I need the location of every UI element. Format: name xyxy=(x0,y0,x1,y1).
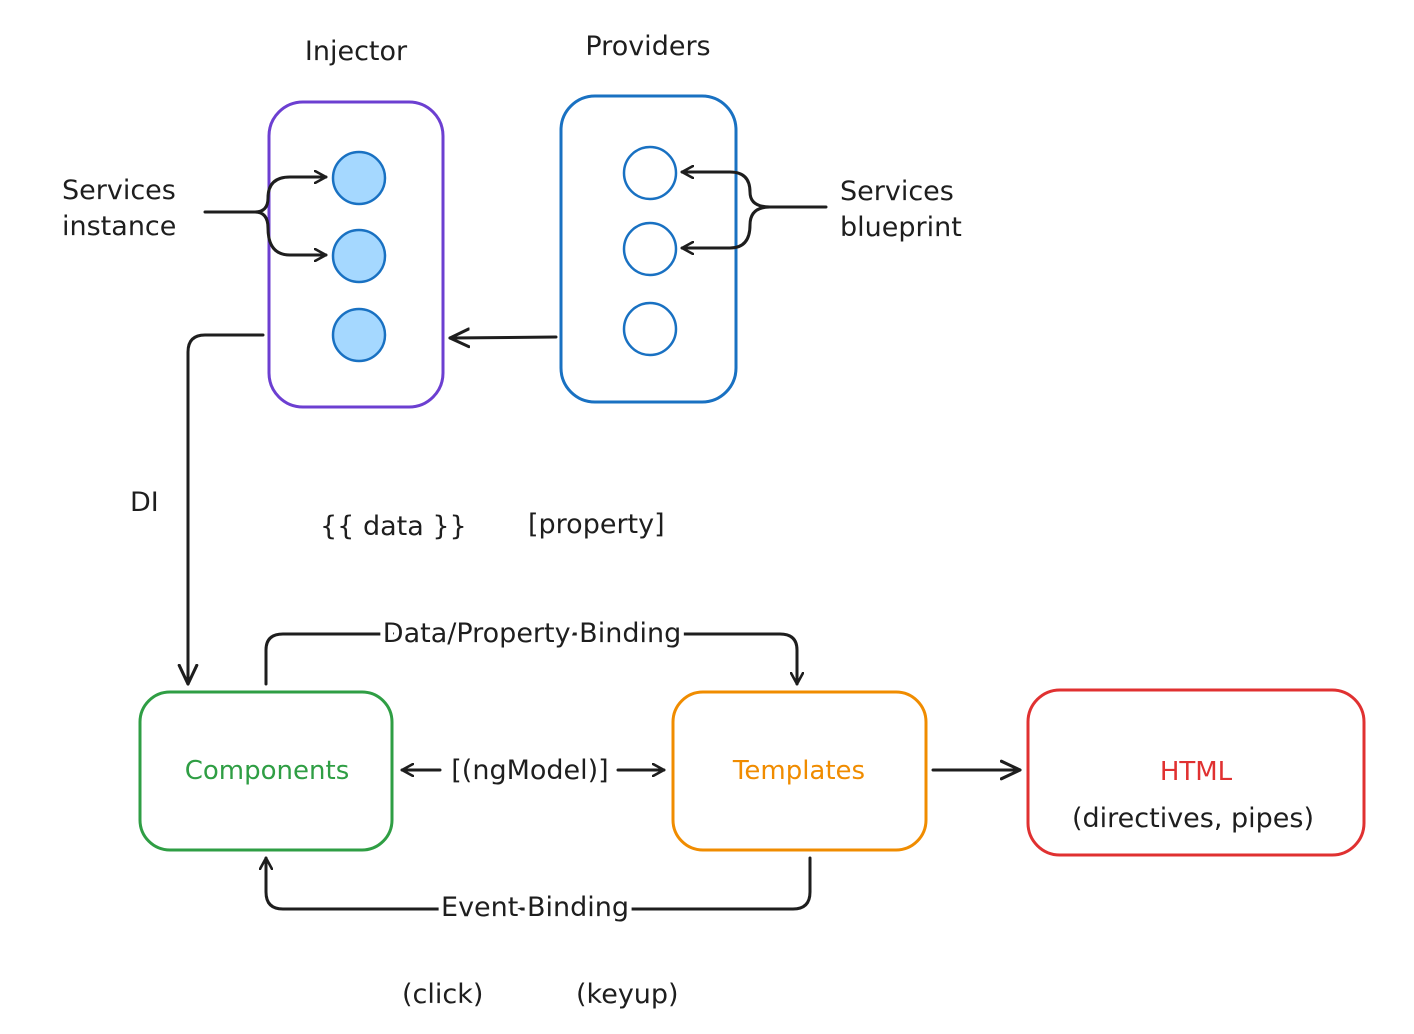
services-instance-line1: Services xyxy=(62,175,176,206)
provider-blueprint-1 xyxy=(622,145,678,201)
blueprint-arrow-1 xyxy=(680,172,828,209)
injector-box xyxy=(267,100,445,409)
providers-title: Providers xyxy=(585,31,710,62)
ngmodel-label: [(ngModel)] xyxy=(451,755,608,786)
instance-arrow-1 xyxy=(203,177,328,214)
click-label: (click) xyxy=(402,979,483,1010)
di-label: DI xyxy=(130,487,159,518)
injector-service-2 xyxy=(331,228,387,284)
interpolation-label: {{ data }} xyxy=(320,511,467,542)
services-instance-line2: instance xyxy=(62,211,176,242)
data-binding-label: Data/Property Binding xyxy=(383,618,681,649)
blueprint-arrow-2 xyxy=(680,205,772,248)
templates-box xyxy=(671,690,928,852)
injector-title: Injector xyxy=(305,36,408,67)
instance-arrow-2 xyxy=(253,210,328,255)
html-title: HTML xyxy=(1160,757,1233,787)
templates-label: Templates xyxy=(732,756,865,786)
components-label: Components xyxy=(185,756,350,786)
provider-blueprint-3 xyxy=(622,301,678,357)
services-blueprint-line1: Services xyxy=(840,176,954,207)
providers-to-injector-arrow xyxy=(450,337,558,338)
di-arrow xyxy=(188,333,265,684)
injector-service-1 xyxy=(331,150,387,206)
event-binding-label: Event Binding xyxy=(441,892,629,923)
property-label: [property] xyxy=(528,509,665,540)
keyup-label: (keyup) xyxy=(576,979,679,1010)
components-box xyxy=(138,690,394,852)
data-binding-arrow xyxy=(264,632,797,686)
provider-blueprint-2 xyxy=(622,221,678,277)
html-subtitle: (directives, pipes) xyxy=(1072,803,1314,834)
services-blueprint-line2: blueprint xyxy=(840,212,962,243)
html-box xyxy=(1026,688,1366,857)
providers-box xyxy=(559,94,738,404)
injector-service-3 xyxy=(331,307,387,363)
event-binding-arrow xyxy=(266,856,812,911)
